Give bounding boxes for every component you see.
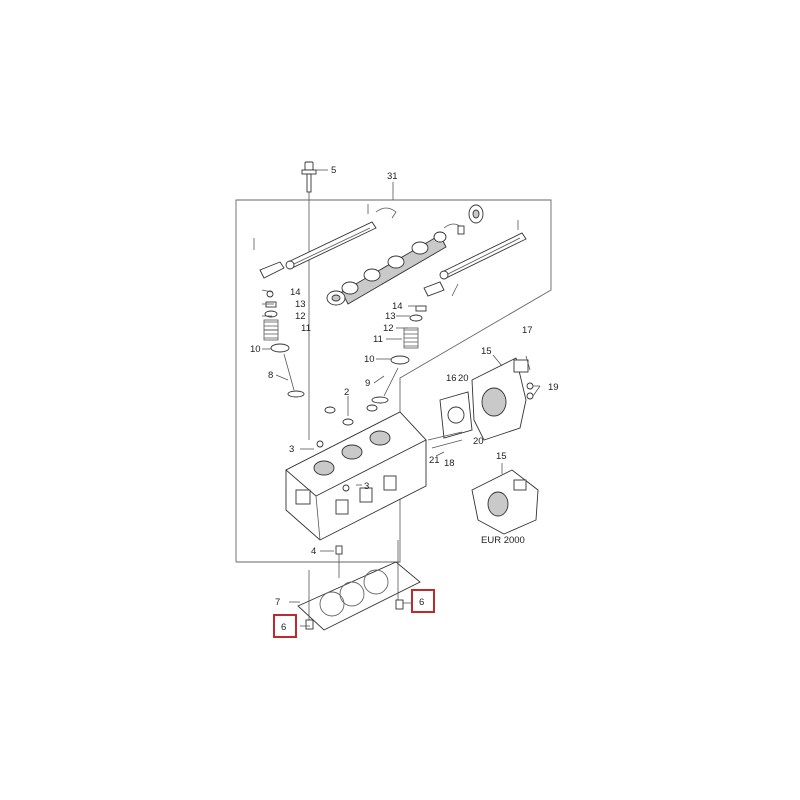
small-screws <box>253 204 519 297</box>
callout-10-right: 10 <box>364 354 375 365</box>
highlighted-callout-6-right: 6 <box>411 589 435 613</box>
shaft-clip-upper <box>375 207 465 235</box>
callout-31: 31 <box>387 171 398 182</box>
callout-18: 18 <box>444 458 455 469</box>
valve-guides <box>324 404 378 426</box>
valve-spring-seat-right <box>390 355 410 365</box>
valve-spring-right <box>403 327 419 349</box>
callout-11-left: 11 <box>301 323 311 334</box>
callout-11-right: 11 <box>373 334 383 345</box>
callout-6-left: 6 <box>281 622 286 633</box>
valve-left <box>283 353 305 398</box>
rocker-arm-right <box>423 281 445 297</box>
callout-10-left: 10 <box>250 344 261 355</box>
callout-20-lower: 20 <box>473 436 484 447</box>
leader-lines <box>261 289 503 627</box>
callout-13-left: 13 <box>295 299 306 310</box>
highlighted-callout-6-left: 6 <box>273 614 297 638</box>
rocker-shaft-left <box>285 221 377 270</box>
callout-labels: 5 31 14 13 12 11 10 8 2 3 3 14 13 12 11 … <box>250 165 559 608</box>
callout-2: 2 <box>344 387 349 398</box>
assembly-frame <box>235 182 552 563</box>
callout-15-upper: 15 <box>481 346 492 357</box>
callout-9: 9 <box>365 378 370 389</box>
cylinder-head <box>285 411 427 541</box>
valve-spring-seat-left <box>270 343 290 353</box>
callout-12-right: 12 <box>383 323 394 334</box>
callout-15-lower: 15 <box>496 451 507 462</box>
callout-21: 21 <box>429 455 440 466</box>
camshaft-seal <box>468 204 484 224</box>
rocker-shaft-right <box>439 232 527 280</box>
callout-5: 5 <box>331 165 336 176</box>
callout-16: 16 <box>446 373 457 384</box>
housing-bolts <box>525 355 541 400</box>
callout-17: 17 <box>522 325 533 336</box>
callout-3-lower: 3 <box>364 481 369 492</box>
thermostat-housing <box>471 357 529 441</box>
callout-20-upper: 20 <box>458 373 469 384</box>
thermostat-housing-eur2000 <box>471 469 539 535</box>
callout-6-right: 6 <box>419 597 424 608</box>
studs-18-21 <box>427 431 463 457</box>
variant-caption: EUR 2000 <box>481 535 525 546</box>
dowel-sleeves <box>305 599 404 630</box>
callout-3-upper: 3 <box>289 444 294 455</box>
valve-stem-seal-left <box>264 301 278 318</box>
callout-8: 8 <box>268 370 273 381</box>
valve-right <box>371 367 399 404</box>
callout-13-right: 13 <box>385 311 396 322</box>
rocker-arm-left <box>259 261 285 298</box>
gasket-16 <box>439 391 473 439</box>
callout-4: 4 <box>311 546 316 557</box>
valve-stem-seal-right <box>409 305 427 322</box>
cylinder-head-gasket <box>297 540 421 631</box>
callout-12-left: 12 <box>295 311 306 322</box>
callout-14-left: 14 <box>290 287 301 298</box>
bolt <box>301 161 328 440</box>
dowel-4 <box>335 545 343 578</box>
camshaft <box>326 231 447 306</box>
callout-7: 7 <box>275 597 280 608</box>
callout-14-right: 14 <box>392 301 403 312</box>
callout-19: 19 <box>548 382 559 393</box>
